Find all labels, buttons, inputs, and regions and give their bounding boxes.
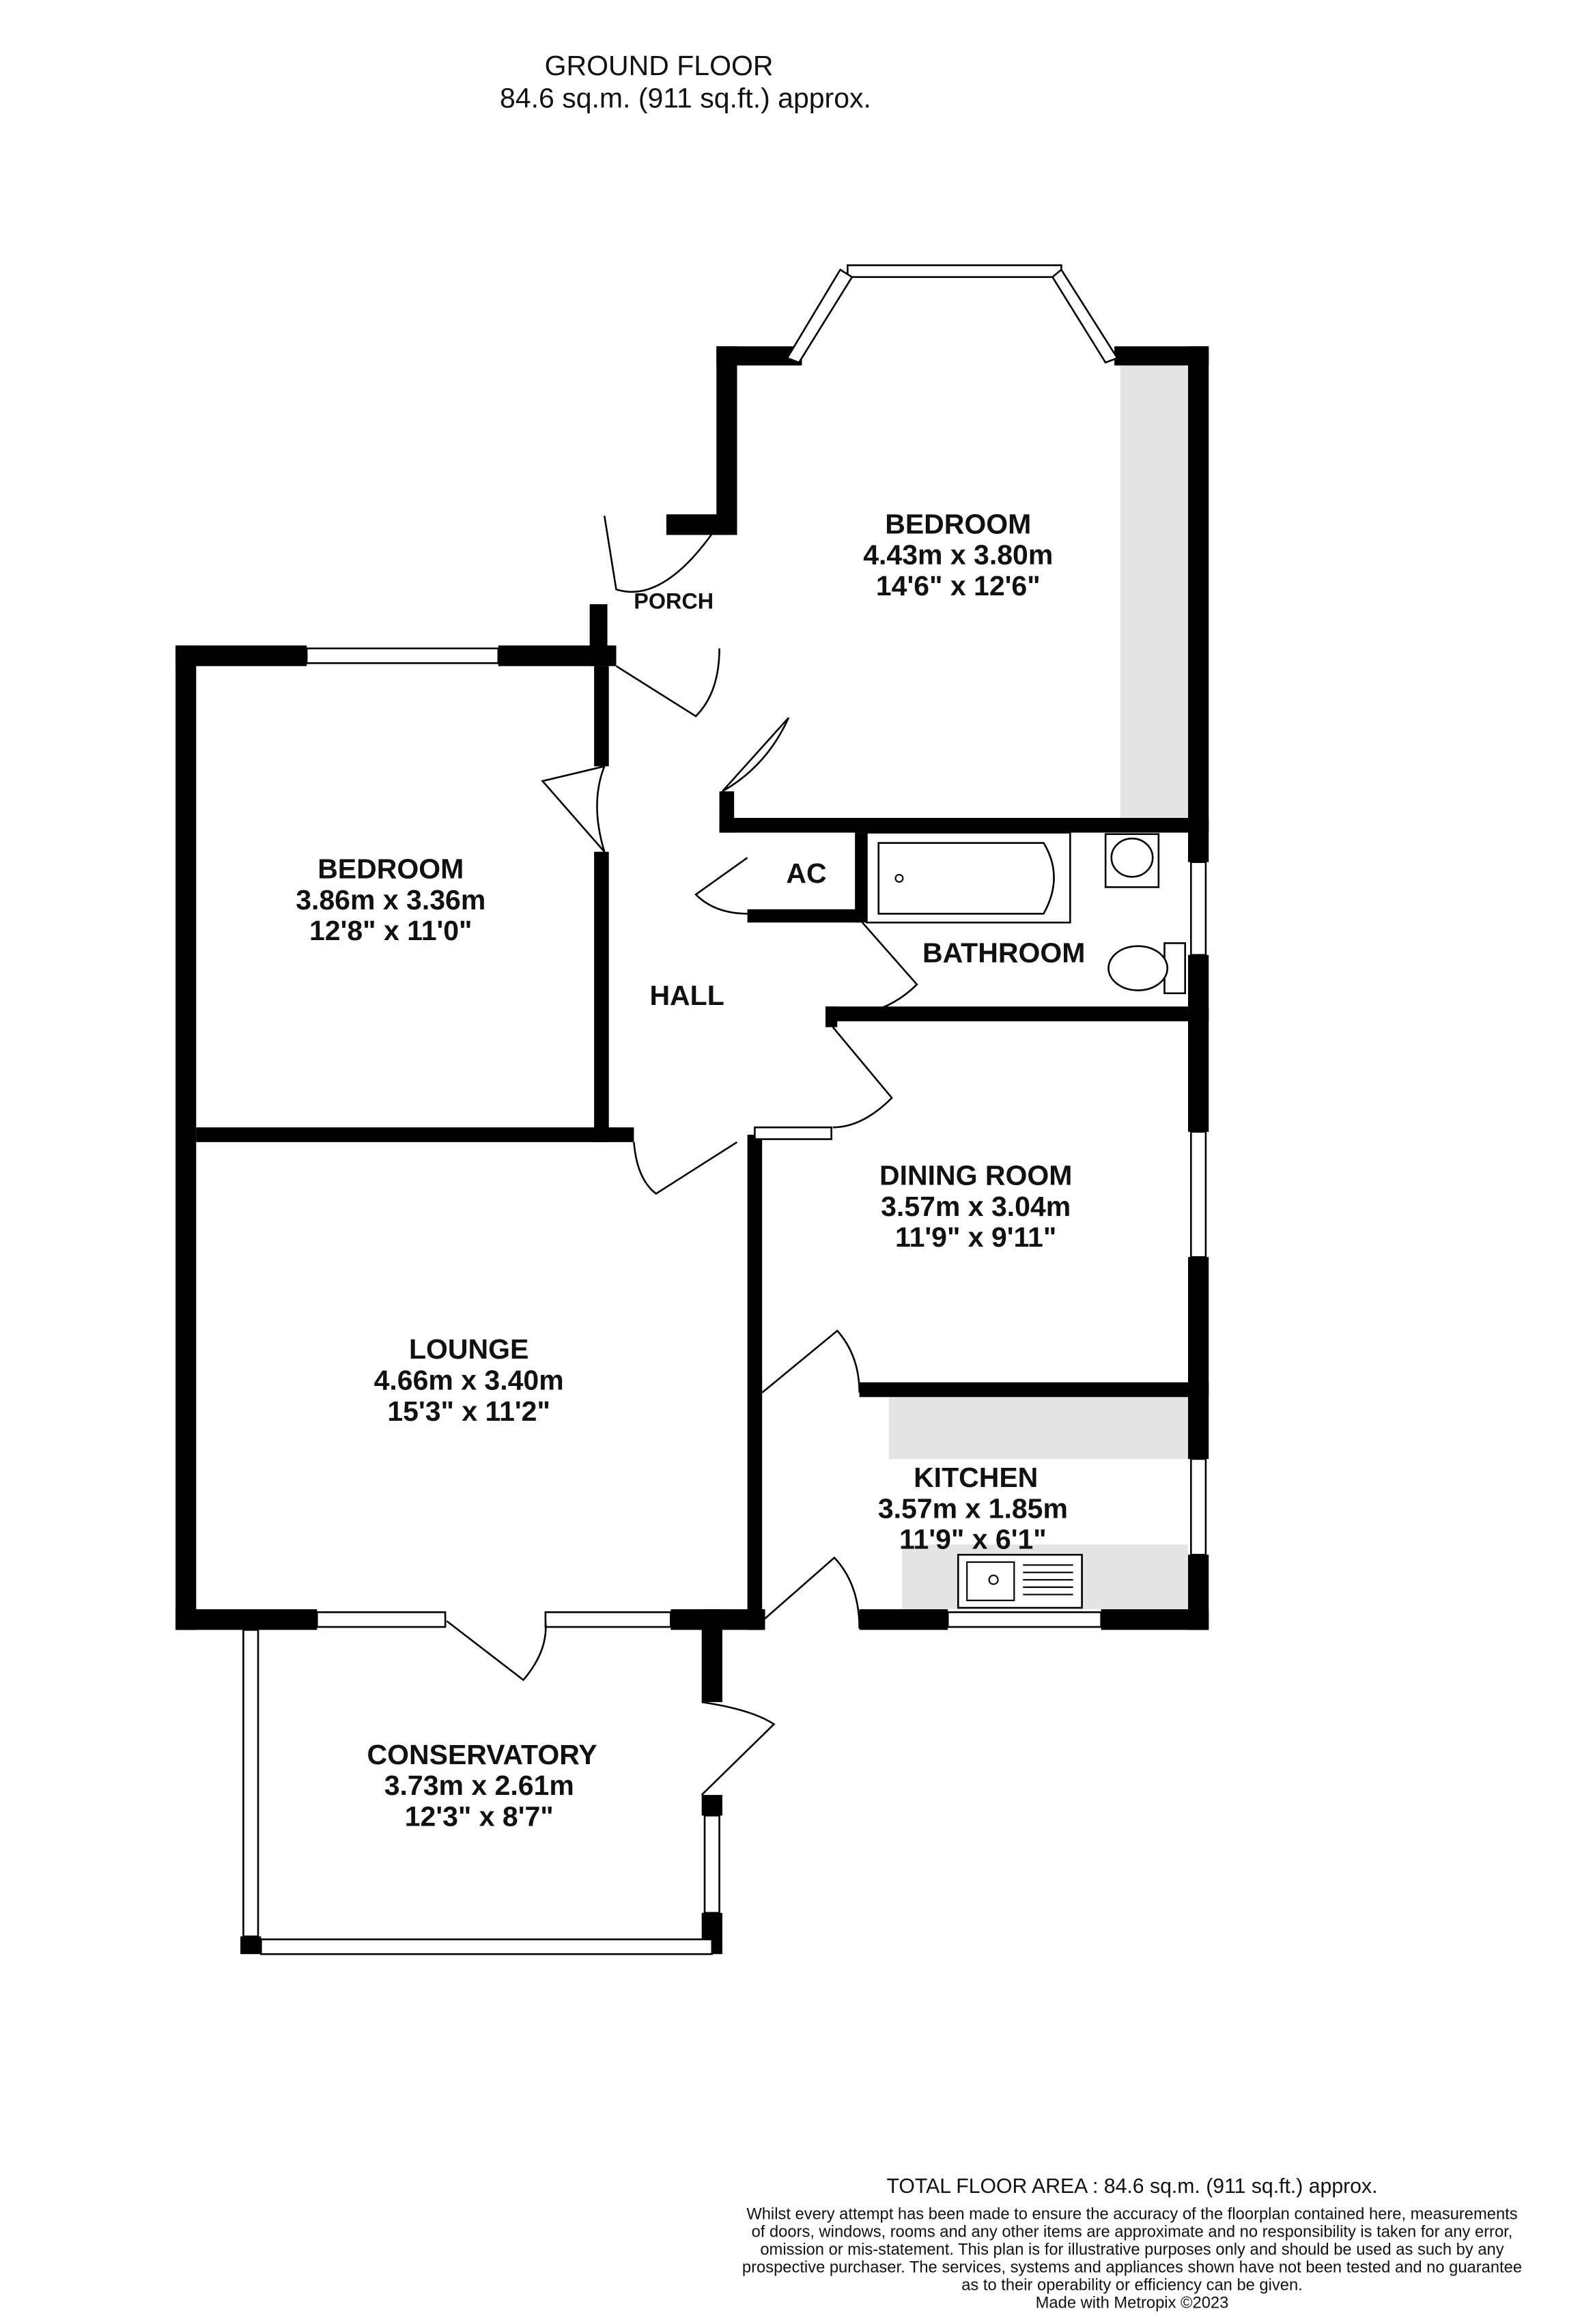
svg-text:as to their operability or eff: as to their operability or efficiency ca…: [961, 2276, 1303, 2294]
svg-text:CONSERVATORY: CONSERVATORY: [367, 1739, 597, 1770]
room-label-bathroom: BATHROOM: [922, 937, 1085, 969]
room-label-conservatory: CONSERVATORY 3.73m x 2.61m 12'3" x 8'7": [367, 1739, 597, 1832]
bathtub-icon: [866, 832, 1071, 924]
svg-text:omission or mis-statement. Thi: omission or mis-statement. This plan is …: [760, 2241, 1504, 2259]
sink-icon: [957, 1553, 1083, 1609]
room-label-kitchen: KITCHEN 3.57m x 1.85m 11'9" x 6'1": [878, 1462, 1068, 1555]
windows: [242, 264, 1207, 1955]
svg-text:KITCHEN: KITCHEN: [914, 1462, 1038, 1493]
svg-text:3.57m x 3.04m: 3.57m x 3.04m: [881, 1191, 1071, 1222]
svg-text:14'6" x 12'6": 14'6" x 12'6": [876, 570, 1041, 601]
svg-text:prospective purchaser. The ser: prospective purchaser. The services, sys…: [742, 2258, 1522, 2276]
room-label-lounge: LOUNGE 4.66m x 3.40m 15'3" x 11'2": [374, 1333, 564, 1427]
room-label-porch: PORCH: [634, 589, 714, 613]
room-label-dining-room: DINING ROOM 3.57m x 3.04m 11'9" x 9'11": [879, 1159, 1072, 1253]
doors: [446, 515, 918, 1796]
svg-text:4.43m x 3.80m: 4.43m x 3.80m: [863, 539, 1053, 571]
svg-text:12'8" x 11'0": 12'8" x 11'0": [309, 915, 472, 946]
room-label-ac: AC: [786, 858, 826, 889]
svg-text:BEDROOM: BEDROOM: [317, 853, 464, 884]
floor-area: 84.6 sq.m. (911 sq.ft.) approx.: [500, 83, 871, 114]
floor-title: GROUND FLOOR: [545, 50, 774, 81]
svg-text:DINING ROOM: DINING ROOM: [879, 1159, 1072, 1191]
walls: [175, 346, 1209, 1955]
svg-text:Whilst every attempt has been: Whilst every attempt has been made to en…: [746, 2206, 1517, 2224]
svg-text:3.57m x 1.85m: 3.57m x 1.85m: [878, 1492, 1068, 1524]
credit: Made with Metropix ©2023: [1036, 2294, 1229, 2312]
disclaimer: Whilst every attempt has been made to en…: [742, 2206, 1522, 2312]
shaded-areas: [888, 365, 1189, 1610]
svg-text:3.86m x 3.36m: 3.86m x 3.36m: [296, 884, 485, 916]
svg-text:LOUNGE: LOUNGE: [409, 1333, 528, 1365]
svg-text:of doors, windows, rooms and a: of doors, windows, rooms and any other i…: [752, 2224, 1513, 2241]
basin-icon: [1104, 833, 1160, 888]
svg-text:11'9" x 9'11": 11'9" x 9'11": [895, 1221, 1056, 1253]
svg-text:3.73m x 2.61m: 3.73m x 2.61m: [384, 1770, 574, 1801]
svg-text:15'3" x 11'2": 15'3" x 11'2": [387, 1395, 550, 1427]
room-label-bedroom-2: BEDROOM 3.86m x 3.36m 12'8" x 11'0": [296, 853, 485, 946]
room-label-bedroom-1: BEDROOM 4.43m x 3.80m 14'6" x 12'6": [863, 508, 1053, 601]
total-floor-area: TOTAL FLOOR AREA : 84.6 sq.m. (911 sq.ft…: [886, 2175, 1377, 2198]
svg-text:BEDROOM: BEDROOM: [885, 508, 1031, 539]
svg-text:11'9" x 6'1": 11'9" x 6'1": [899, 1524, 1047, 1555]
room-label-hall: HALL: [649, 980, 724, 1011]
toilet-icon: [1107, 942, 1186, 995]
svg-text:4.66m x 3.40m: 4.66m x 3.40m: [374, 1364, 564, 1395]
svg-text:12'3" x 8'7": 12'3" x 8'7": [405, 1800, 554, 1832]
